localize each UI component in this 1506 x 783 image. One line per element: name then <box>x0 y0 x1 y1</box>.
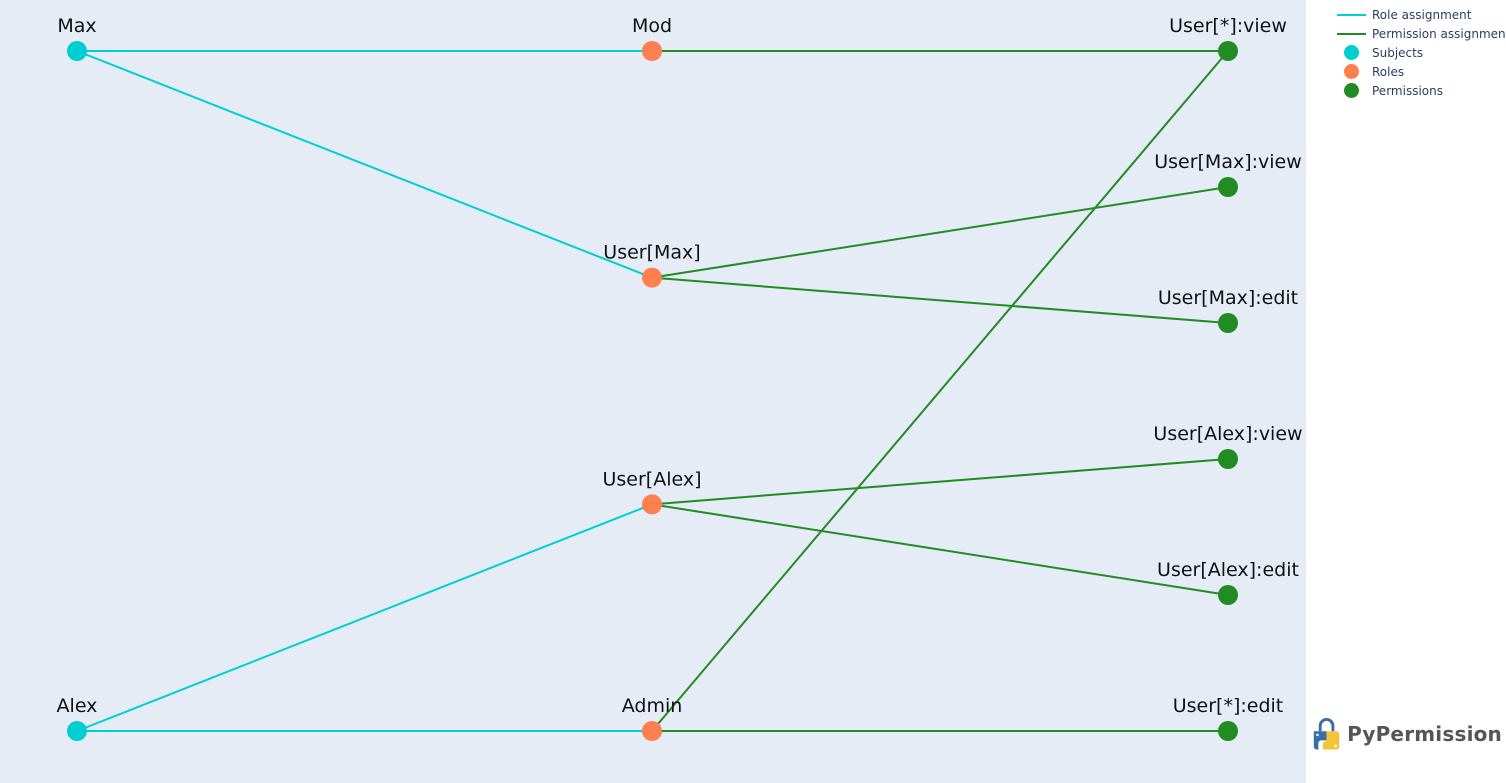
permission-node-user-all-edit[interactable] <box>1218 721 1238 741</box>
permission-label-user-all-view: User[*]:view <box>1169 15 1287 37</box>
role-label-admin: Admin <box>622 695 683 717</box>
subject-node-max[interactable] <box>67 41 87 61</box>
permission-assignment-edge-user-max-to-user-max-edit <box>651 276 1229 324</box>
role-assignment-edge-alex-to-user-alex <box>76 503 653 732</box>
legend-line-icon <box>1336 24 1366 43</box>
permission-node-user-max-edit[interactable] <box>1218 313 1238 333</box>
role-node-user-max[interactable] <box>642 267 662 288</box>
permission-label-user-max-edit: User[Max]:edit <box>1158 287 1298 309</box>
edges-layer <box>76 50 1229 732</box>
permission-label-user-alex-view: User[Alex]:view <box>1153 423 1302 445</box>
subject-node-alex[interactable] <box>67 721 87 741</box>
permission-label-user-all-edit: User[*]:edit <box>1173 695 1284 717</box>
legend-label: Role assignment <box>1372 7 1472 22</box>
role-node-mod[interactable] <box>642 41 662 61</box>
legend-item-subjects[interactable]: Subjects <box>1336 43 1506 62</box>
role-label-mod: Mod <box>632 15 672 37</box>
permission-assignment-edge-user-alex-to-user-alex-edit <box>651 503 1229 596</box>
permission-node-user-max-view[interactable] <box>1218 177 1238 197</box>
role-label-user-alex: User[Alex] <box>602 468 701 490</box>
python-lock-icon <box>1313 718 1340 750</box>
legend-line-icon <box>1336 5 1366 24</box>
legend-dot-icon <box>1336 62 1366 81</box>
legend-item-roles[interactable]: Roles <box>1336 62 1506 81</box>
permission-label-user-max-view: User[Max]:view <box>1154 151 1302 173</box>
permission-node-user-alex-view[interactable] <box>1218 449 1238 469</box>
legend-label: Permission assignment <box>1372 26 1506 41</box>
role-node-user-alex[interactable] <box>642 494 662 515</box>
permission-assignment-edge-admin-to-user-all-view <box>651 50 1229 732</box>
permission-node-user-all-view[interactable] <box>1218 41 1238 61</box>
legend-label: Subjects <box>1372 45 1424 60</box>
legend-dot-icon <box>1336 81 1366 100</box>
legend-item-role-assignment[interactable]: Role assignment <box>1336 5 1506 24</box>
permission-assignment-edge-user-max-to-user-max-view <box>651 186 1229 279</box>
plot-area <box>0 0 1306 783</box>
permission-node-user-alex-edit[interactable] <box>1218 585 1238 605</box>
permission-assignment-edge-user-alex-to-user-alex-view <box>651 458 1229 506</box>
nodes-layer <box>67 41 1238 741</box>
legend-label: Permissions <box>1372 83 1443 98</box>
logo-text: PyPermission <box>1347 722 1502 746</box>
subject-label-max: Max <box>57 15 96 37</box>
legend-label: Roles <box>1372 64 1405 79</box>
legend-item-permission-assignment[interactable]: Permission assignment <box>1336 24 1506 43</box>
role-node-admin[interactable] <box>642 721 662 741</box>
permission-label-user-alex-edit: User[Alex]:edit <box>1157 559 1299 581</box>
role-label-user-max: User[Max] <box>603 242 700 264</box>
legend-dot-icon <box>1336 43 1366 62</box>
legend-item-permissions[interactable]: Permissions <box>1336 81 1506 100</box>
pypermission-logo: PyPermission <box>1312 714 1502 754</box>
role-assignment-edge-max-to-user-max <box>76 50 653 279</box>
subject-label-alex: Alex <box>57 695 98 717</box>
legend: Role assignment Permission assignment Su… <box>1336 5 1506 100</box>
